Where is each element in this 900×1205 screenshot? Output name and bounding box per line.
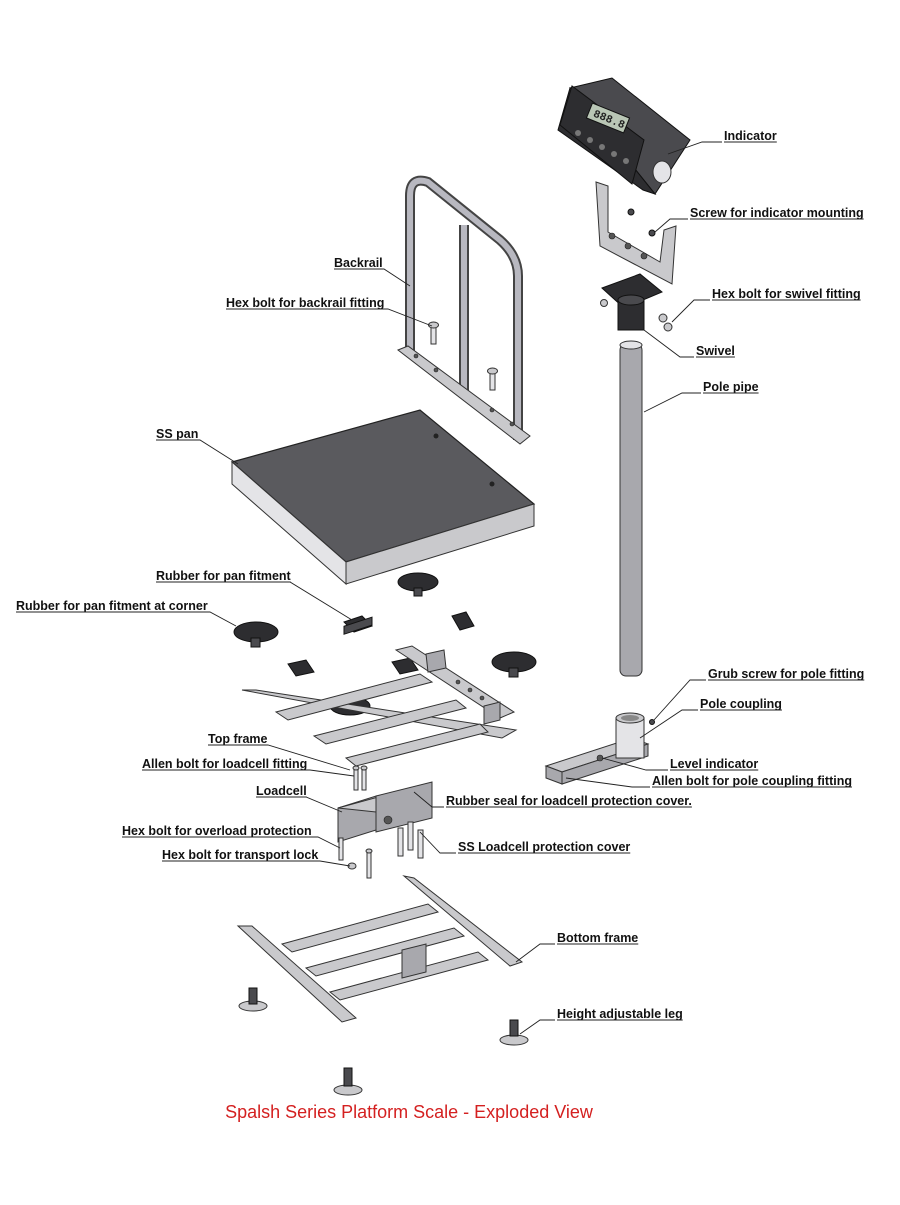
callout-rubber-corner: Rubber for pan fitment at corner [16,599,237,627]
top-frame-part [241,645,518,767]
leader-line [413,791,444,808]
callout-top-frame: Top frame [208,732,351,771]
label-rubber-pan: Rubber for pan fitment [156,569,292,583]
label-grub-screw: Grub screw for pole fitting [708,667,864,681]
leader-line [16,611,237,627]
ss-pan-part [230,409,536,586]
label-hex-transport: Hex bolt for transport lock [162,848,318,862]
backrail-bolts [428,321,498,391]
allen-bolts-loadcell [352,765,368,791]
callout-loadcell: Loadcell [256,784,343,813]
swivel-bolts [600,299,673,332]
callout-bottom-frame: Bottom frame [515,931,638,963]
callout-swivel: Swivel [643,329,735,358]
grub-screw [649,719,655,725]
leader-line [334,268,411,287]
label-allen-loadcell: Allen bolt for loadcell fitting [142,757,307,771]
callout-ss-pan: SS pan [156,427,239,465]
leader-line [156,439,239,465]
backrail-part [397,175,531,445]
leader-line [515,943,555,963]
callout-height-leg: Height adjustable leg [519,1007,683,1035]
label-ss-pan: SS pan [156,427,198,441]
leader-line [419,831,456,854]
indicator-screws [627,208,656,237]
callout-pole-pipe: Pole pipe [643,380,759,413]
label-height-leg: Height adjustable leg [557,1007,683,1021]
leader-line [565,777,650,788]
label-pole-pipe: Pole pipe [703,380,759,394]
leader-line [519,1019,555,1035]
label-indicator: Indicator [724,129,777,143]
label-allen-pole: Allen bolt for pole coupling fitting [652,774,852,788]
callout-hex-swivel: Hex bolt for swivel fitting [671,287,861,323]
leader-line [226,308,433,327]
indicator-part: 888.8 [557,77,691,196]
swivel-part [601,273,663,331]
label-screw-indicator: Screw for indicator mounting [690,206,864,220]
leader-line [601,757,668,771]
loadcell-part [337,781,433,843]
leader-line [667,141,722,155]
pole-pipe-part [619,340,643,677]
callout-indicator: Indicator [667,129,777,155]
label-backrail: Backrail [334,256,383,270]
callout-level-indicator: Level indicator [601,757,758,771]
label-pole-coupling: Pole coupling [700,697,782,711]
leader-line [653,679,706,721]
callout-rubber-pan: Rubber for pan fitment [156,569,353,621]
label-level-indicator: Level indicator [670,757,758,771]
label-rubber-seal: Rubber seal for loadcell protection cove… [446,794,692,808]
diagram-caption: Spalsh Series Platform Scale - Exploded … [225,1102,593,1122]
loadcell-bolts [338,821,424,879]
label-bottom-frame: Bottom frame [557,931,638,945]
label-loadcell: Loadcell [256,784,307,798]
callout-backrail: Backrail [334,256,411,287]
callout-allen-pole: Allen bolt for pole coupling fitting [565,774,852,788]
height-adjustable-legs [238,987,529,1096]
leader-line [654,218,688,233]
label-swivel: Swivel [696,344,735,358]
leader-line [256,796,343,813]
label-hex-overload: Hex bolt for overload protection [122,824,312,838]
callout-pole-coupling: Pole coupling [639,697,782,739]
leader-line [643,392,701,413]
label-rubber-corner: Rubber for pan fitment at corner [16,599,208,613]
label-top-frame: Top frame [208,732,268,746]
indicator-bracket [595,181,677,285]
callout-ss-cover: SS Loadcell protection cover [419,831,630,854]
leader-line [671,299,710,323]
label-hex-swivel: Hex bolt for swivel fitting [712,287,861,301]
label-ss-cover: SS Loadcell protection cover [458,840,630,854]
callout-screw-indicator: Screw for indicator mounting [654,206,864,233]
callout-hex-overload: Hex bolt for overload protection [122,824,341,849]
leader-line [643,329,694,358]
bottom-frame-part [236,875,524,1023]
label-hex-backrail: Hex bolt for backrail fitting [226,296,384,310]
callout-allen-loadcell: Allen bolt for loadcell fitting [142,757,355,777]
leader-line [639,709,698,739]
pole-coupling-part [544,712,650,785]
callout-rubber-seal: Rubber seal for loadcell protection cove… [413,791,692,808]
callout-hex-transport: Hex bolt for transport lock [162,848,351,867]
callout-grub-screw: Grub screw for pole fitting [653,667,865,721]
leader-line [122,836,341,849]
callout-hex-backrail: Hex bolt for backrail fitting [226,296,433,327]
